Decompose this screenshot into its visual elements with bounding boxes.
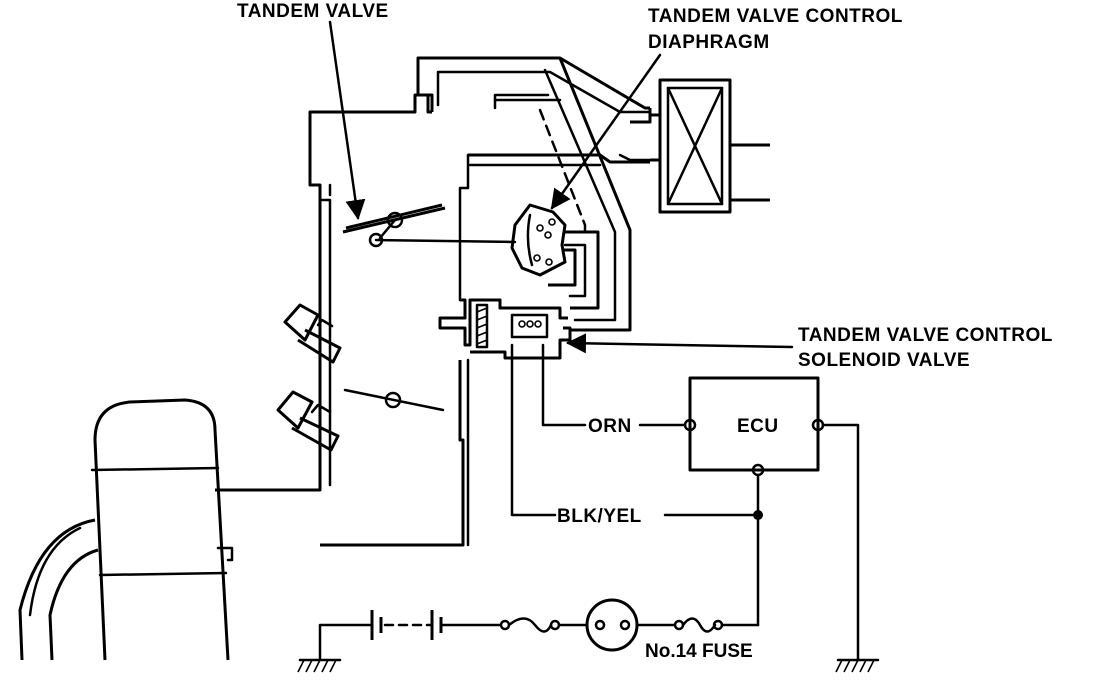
diaphragm-label-line1: TANDEM VALVE CONTROL [648,6,903,27]
tandem-valve-label: TANDEM VALVE [237,1,389,22]
tandem-valve-arrow [328,20,366,220]
solenoid-label-line1: TANDEM VALVE CONTROL [798,325,1053,346]
solenoid-label-line2: SOLENOID VALVE [798,350,970,371]
air-filter [650,78,770,214]
diaphragm-label-line2: DIAPHRAGM [648,32,770,53]
injector-lower [276,390,340,452]
tandem-valve [342,203,517,248]
blk-yel-label: BLK/YEL [557,506,642,527]
blk-yel-wire [663,473,763,627]
throttle-valve [343,388,445,412]
battery-circuit [297,598,760,673]
ecu-label: ECU [737,416,779,437]
intake-manifold [215,56,652,492]
intake-hose [18,518,99,661]
solenoid-valve [320,298,587,547]
diaphragm [510,203,600,310]
engine-body [90,398,234,661]
ecu-ground-wire [821,423,880,673]
fuse-label: No.14 FUSE [645,641,753,662]
diaphragm-arrow [550,53,662,210]
solenoid-arrow [566,333,794,354]
orn-label: ORN [588,416,632,437]
injector-upper [283,303,342,487]
